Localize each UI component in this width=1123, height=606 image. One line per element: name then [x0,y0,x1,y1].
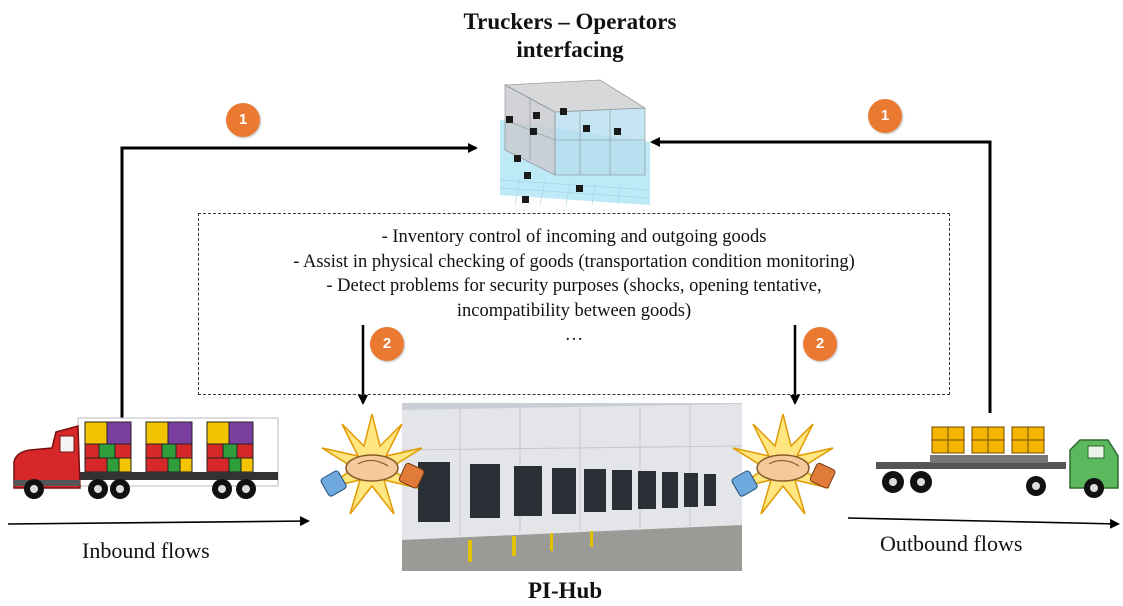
functions-list: - Inventory control of incoming and outg… [200,225,948,348]
outbound-flow-arrow [847,517,1120,529]
inbound-flow-arrow [7,516,310,527]
function-item: - Detect problems for security purposes … [326,276,822,296]
inbound-to-interface-arrow [120,143,478,418]
pi-hub-label: PI-Hub [528,578,603,603]
function-item: incompatibility between goods) [456,300,692,321]
3d-storage-grid-icon [499,79,651,206]
inbound-flows-label: Inbound flows [82,538,210,563]
handshake-icon [320,413,836,515]
title-line-1: Truckers – Operators [463,9,677,34]
function-item: - Inventory control of incoming and outg… [381,227,767,247]
diagram-title: Truckers – Operators interfacing [380,8,760,64]
step-badge: 2 [803,327,837,361]
step-badge: 1 [226,103,260,137]
warehouse-photo [401,403,743,571]
outbound-to-interface-arrow [650,137,992,413]
green-flatbed-truck-icon [876,426,1119,498]
function-item: - Assist in physical checking of goods (… [293,251,855,272]
red-semi-truck-icon [13,417,279,499]
step-badge: 1 [868,99,902,133]
step-badge: 2 [370,327,404,361]
flow-arrows [7,137,1120,529]
function-item: … [564,325,584,345]
title-line-2: interfacing [516,37,624,62]
functions-box [198,213,950,395]
outbound-flows-label: Outbound flows [880,531,1023,556]
